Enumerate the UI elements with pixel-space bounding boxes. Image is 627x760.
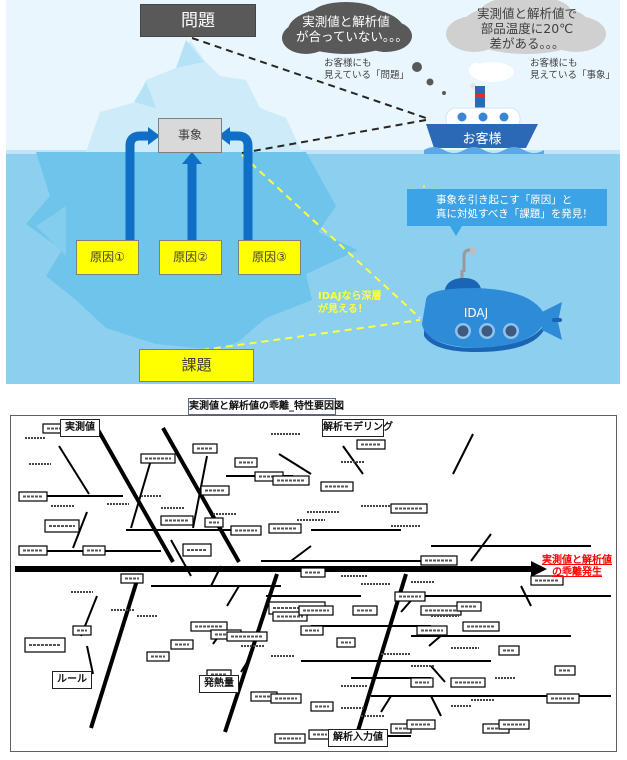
thought-problem-text: 実測値と解析値 が合っていない。。。 <box>296 14 408 44</box>
cause-box-3: 原因③ <box>238 240 301 275</box>
event-box: 事象 <box>158 118 222 153</box>
fishbone-bone <box>278 453 312 475</box>
submarine-label: IDAJ <box>463 306 489 320</box>
category-rules: ルール <box>52 671 92 689</box>
category-input: 解析入力値 <box>328 729 388 747</box>
thought-bubble-event <box>446 0 606 54</box>
discovery-callout <box>407 189 607 226</box>
cause-box-1: 原因① <box>76 240 139 275</box>
callout-text: 事象を引き起こす「原因」と 真に対処すべき「課題」を発見！ <box>436 194 593 220</box>
fishbone-bone <box>72 511 88 549</box>
fishbone-bone <box>170 539 192 577</box>
fishbone-bone <box>240 655 252 673</box>
fishbone-bone <box>226 585 240 607</box>
category-heat: 発熱量 <box>199 675 239 693</box>
idaj-note: IDAJなら深層 が見える！ <box>318 291 382 315</box>
category-measured: 実測値 <box>60 419 100 437</box>
fishbone-bone <box>520 585 532 607</box>
fishbone-bone <box>290 545 312 562</box>
thought-event-text: 実測値と解析値で 部品温度に20℃ 差がある。。。 <box>476 6 577 51</box>
fishbone-title: 実測値と解析値の乖離_特性要因図 <box>188 398 344 415</box>
fishbone-bone <box>130 459 152 529</box>
iceberg-illustration: 問題 事象 原因① 原因② 原因③ 課題 実測値と解析値 が合っていない。。。 … <box>6 0 620 384</box>
fishbone-bone <box>430 695 442 717</box>
fishbone-bone <box>428 633 444 647</box>
problem-box: 問題 <box>140 4 256 37</box>
note-event: お客様にも 見えている「事象」 <box>530 58 616 81</box>
fishbone-bone <box>342 445 364 475</box>
cause-arrows <box>125 131 253 242</box>
cause-box-2: 原因② <box>159 240 222 275</box>
fishbone-spine <box>15 561 547 577</box>
effect-label: 実測値と解析値 の乖離発生 <box>542 555 612 578</box>
fishbone-bone <box>192 455 208 529</box>
fishbone-bone <box>380 695 392 713</box>
fishbone-bone <box>210 565 222 587</box>
thought-bubble-problem <box>282 2 446 95</box>
category-modeling: 解析モデリング <box>322 419 393 437</box>
fishbone-bone <box>86 645 94 675</box>
fishbone-bone <box>452 433 474 475</box>
fishbone-bone <box>430 665 446 683</box>
ship-label: お客様 <box>462 132 502 147</box>
fishbone-diagram <box>15 423 611 744</box>
submarine-icon <box>422 247 562 352</box>
minor-bones <box>18 423 611 744</box>
fishbone-frame <box>10 415 617 752</box>
issue-box: 課題 <box>139 349 254 382</box>
fishbone-bone <box>58 445 90 495</box>
note-problem: お客様にも 見えている「問題」 <box>324 58 410 81</box>
ship-icon <box>424 62 544 154</box>
fishbone-bone <box>470 533 492 562</box>
